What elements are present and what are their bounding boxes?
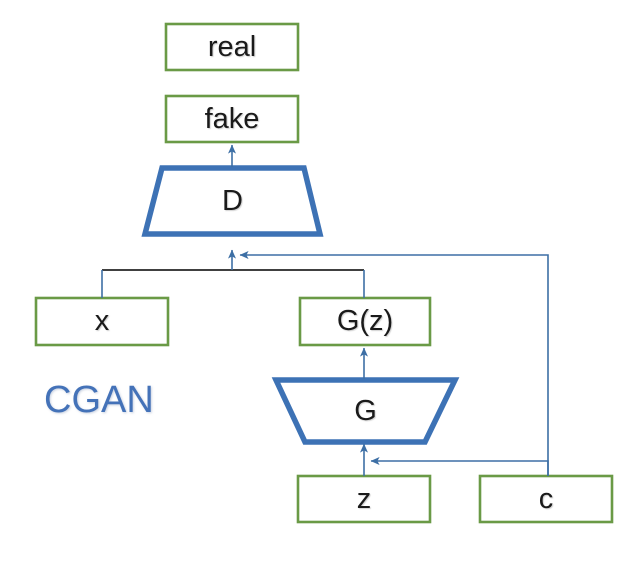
node-box-real[interactable] — [164, 22, 300, 72]
node-box-c[interactable] — [478, 474, 614, 524]
node-box-fake[interactable] — [164, 94, 300, 144]
node-box-x[interactable] — [34, 296, 170, 347]
node-box-gz[interactable] — [298, 296, 432, 347]
edge-c-to-g — [370, 457, 549, 476]
node-shape-discriminator[interactable] — [141, 165, 324, 237]
node-box-z[interactable] — [296, 474, 432, 524]
edge-c-to-d — [239, 251, 549, 476]
diagram-title: CGAN — [44, 379, 154, 421]
node-shape-generator[interactable] — [271, 377, 460, 445]
